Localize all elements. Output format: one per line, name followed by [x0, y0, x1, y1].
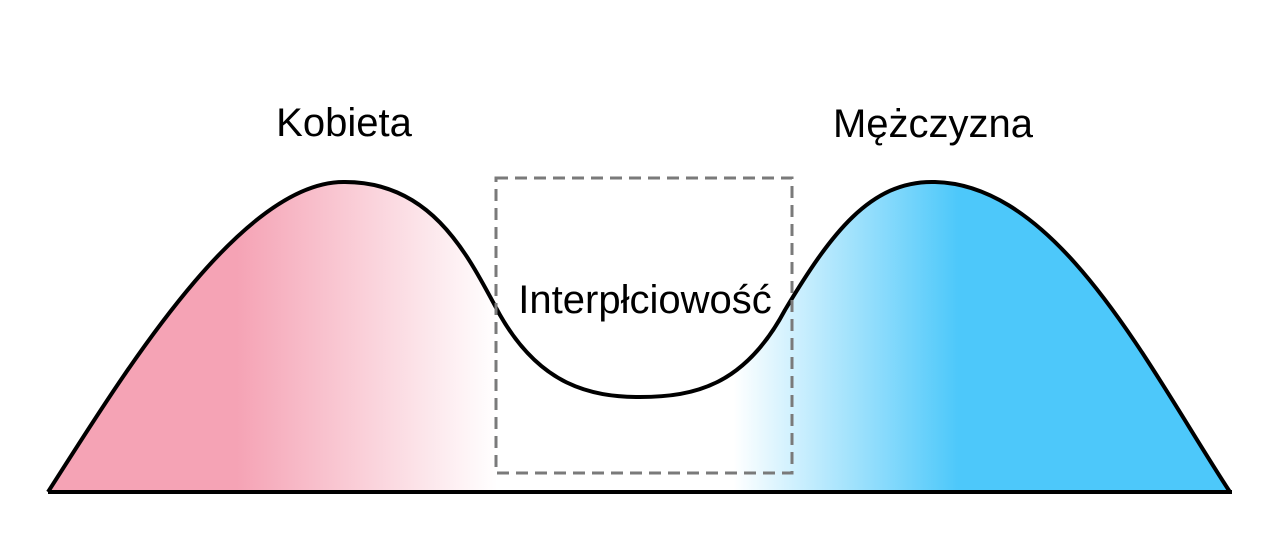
label-female: Kobieta — [276, 101, 412, 145]
label-male: Mężczyzna — [833, 102, 1034, 146]
distribution-fill — [48, 181, 1230, 493]
label-intersex: Interpłciowość — [518, 278, 771, 322]
distribution-curve — [46, 179, 1232, 494]
intersex-dashed-box — [494, 176, 794, 475]
